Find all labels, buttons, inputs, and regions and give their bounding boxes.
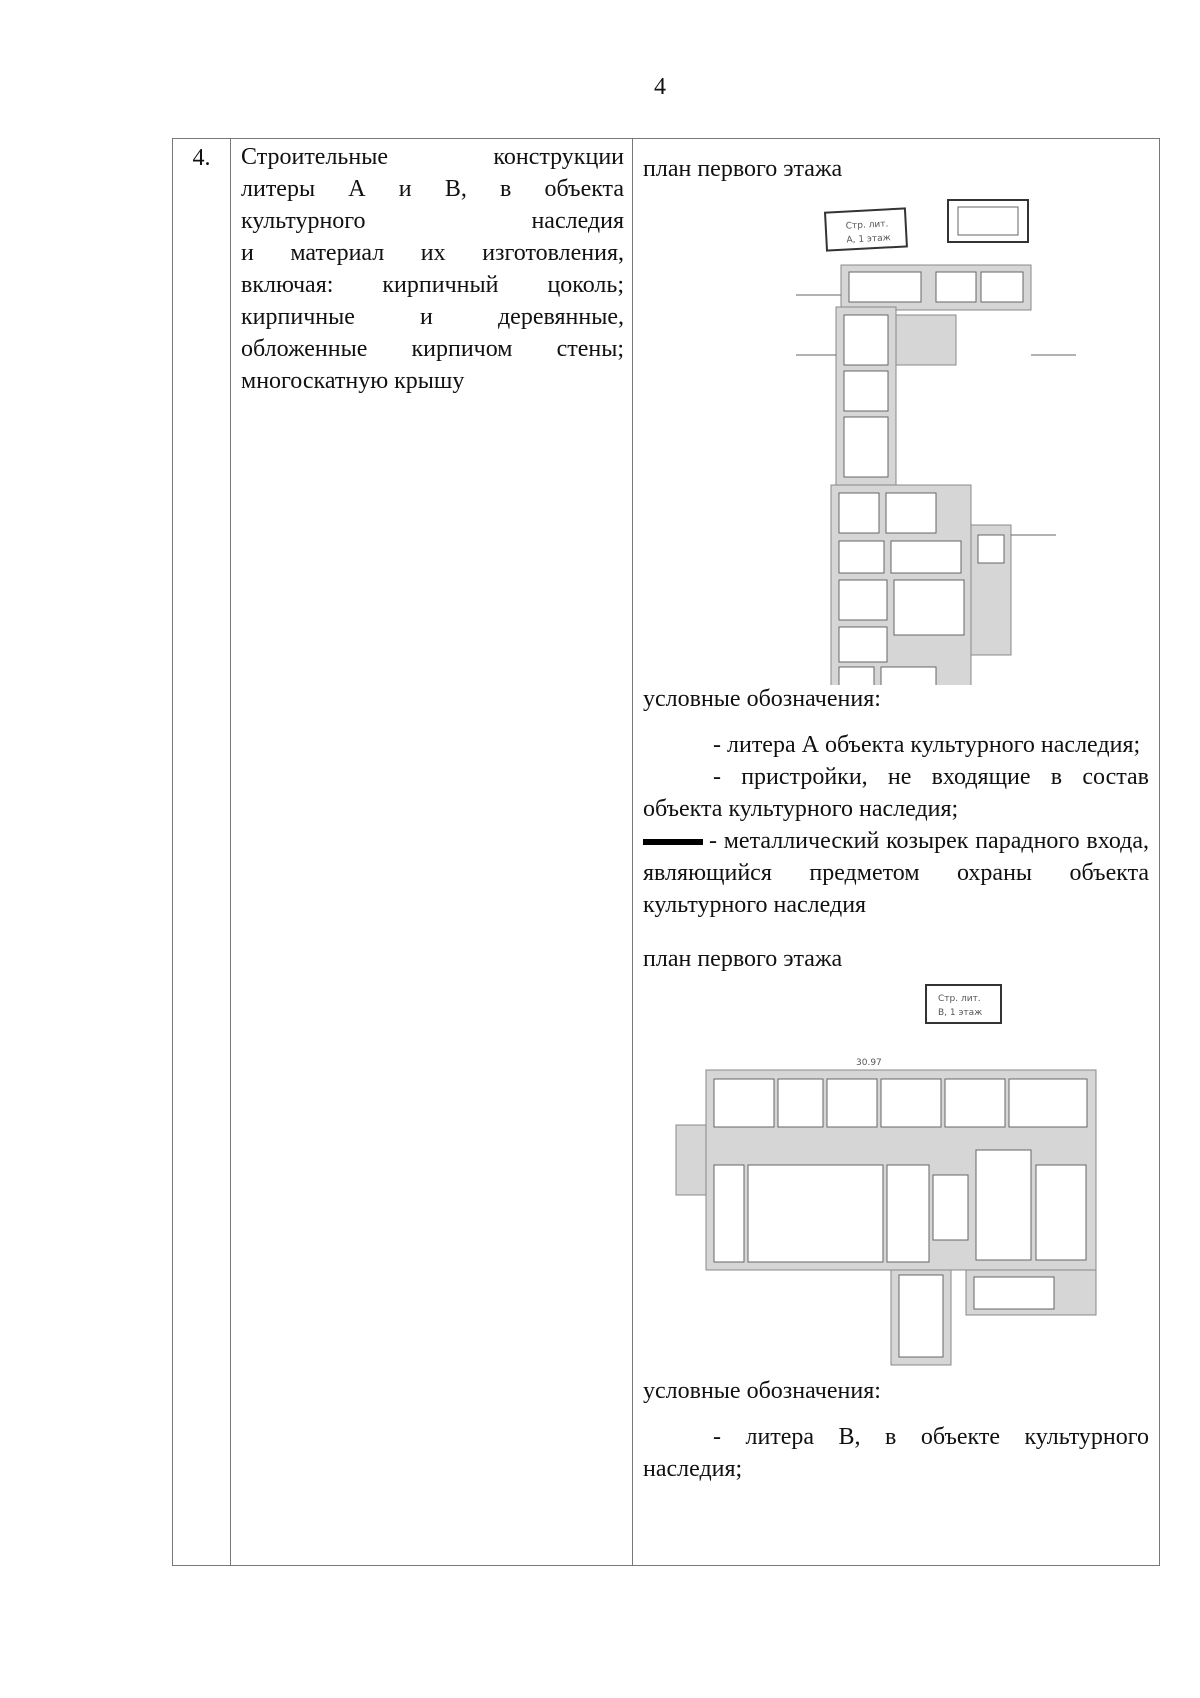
description-line: Строительные конструкции (241, 144, 624, 170)
row-description: Строительные конструкции литеры А и В, в… (230, 138, 633, 1566)
plan-a-legend-title: условные обозначения: (643, 686, 881, 712)
plan-a-title: план первого этажа (643, 156, 843, 182)
page-number: 4 (654, 74, 666, 100)
black-bar-swatch-icon (643, 839, 703, 846)
legend-item-litera-a: - литера А объекта культурного наследия; (713, 732, 1141, 758)
plan-a-stamp: Стр. лит. (846, 219, 889, 231)
floor-plan-a-image: Стр. лит. А, 1 этаж (696, 185, 1096, 718)
heritage-table: 4. Строительные конструкции литеры А и В… (172, 138, 1160, 1566)
floor-plan-b-image: Стр. лит. В, 1 этаж (656, 975, 1136, 1375)
row-index: 4. (172, 138, 231, 1566)
legend-item-canopy: - металлический козырек парадного входа,… (643, 828, 1149, 918)
description-line: и материал их изготовления, (241, 240, 624, 266)
plan-b-stamp: Стр. лит. (938, 994, 981, 1004)
svg-text:А, 1 этаж: А, 1 этаж (846, 233, 891, 245)
svg-text:30.97: 30.97 (856, 1058, 882, 1068)
description-line: многоскатную крышу (241, 368, 465, 394)
description-line: кирпичные и деревянные, (241, 304, 624, 330)
plans-cell: план первого этажа Стр. лит. А, 1 этаж (632, 138, 1160, 1566)
svg-text:В, 1 этаж: В, 1 этаж (938, 1008, 982, 1018)
description-line: включая: кирпичный цоколь; (241, 272, 624, 298)
description-line: обложенные кирпичом стены; (241, 336, 624, 362)
plan-b-title: план первого этажа (643, 946, 843, 972)
plan-b-legend-title: условные обозначения: (643, 1378, 881, 1404)
legend-item-litera-b: - литера В, в объекте культурного наслед… (643, 1424, 1149, 1482)
description-line: культурного наследия (241, 208, 624, 234)
description-line: литеры А и В, в объекта (241, 176, 624, 202)
table-row: 4. Строительные конструкции литеры А и В… (172, 138, 1160, 1566)
legend-item-extensions: - пристройки, не входящие в состав объек… (643, 764, 1149, 822)
